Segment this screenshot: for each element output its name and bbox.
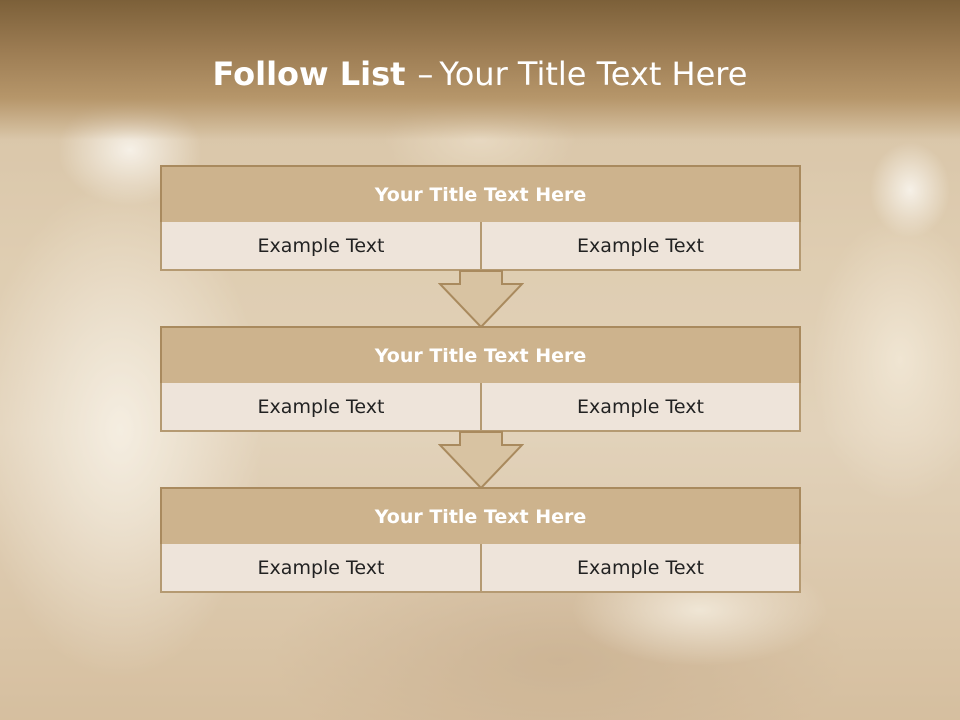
title-band: [0, 0, 960, 140]
down-arrow-icon: [438, 431, 524, 489]
slide-title: Follow List–Your Title Text Here: [0, 55, 960, 93]
slide-title-separator: –: [417, 55, 434, 93]
down-arrow-icon: [438, 270, 524, 328]
slide-title-rest: Your Title Text Here: [439, 55, 748, 93]
step-title: Your Title Text Here: [160, 165, 801, 224]
step-block-2: Your Title Text Here Example Text Exampl…: [160, 326, 801, 432]
step-cell-left: Example Text: [160, 222, 482, 271]
step-cell-left: Example Text: [160, 383, 482, 432]
step-title: Your Title Text Here: [160, 487, 801, 546]
step-cell-right: Example Text: [480, 383, 801, 432]
slide-title-bold: Follow List: [212, 55, 406, 93]
step-block-3: Your Title Text Here Example Text Exampl…: [160, 487, 801, 593]
step-title: Your Title Text Here: [160, 326, 801, 385]
step-cell-right: Example Text: [480, 222, 801, 271]
step-block-1: Your Title Text Here Example Text Exampl…: [160, 165, 801, 271]
step-cell-left: Example Text: [160, 544, 482, 593]
step-cell-right: Example Text: [480, 544, 801, 593]
